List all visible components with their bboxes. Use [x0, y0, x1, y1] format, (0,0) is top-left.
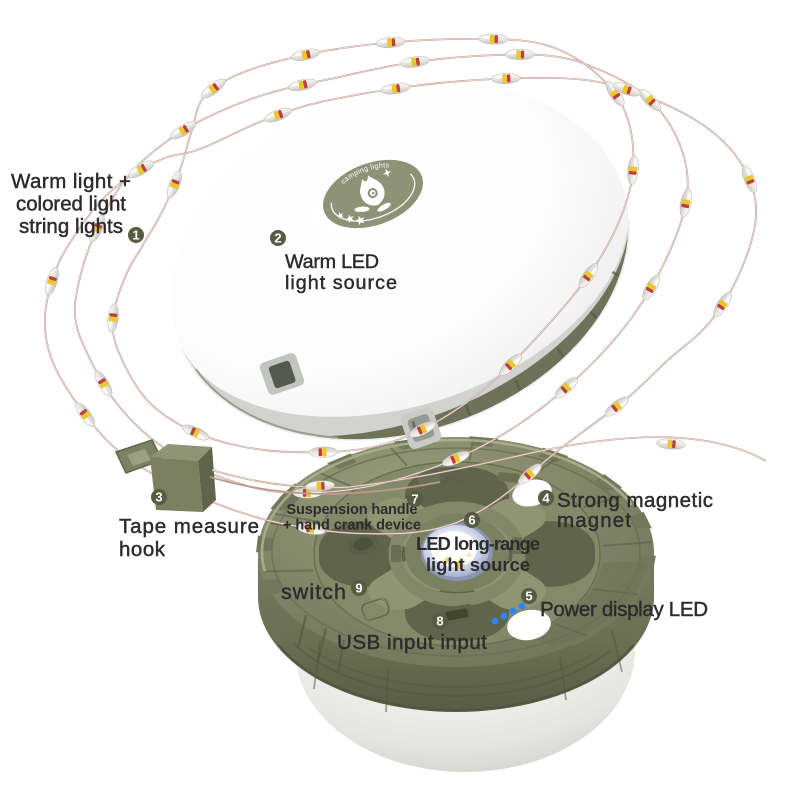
svg-text:Power display LED: Power display LED	[540, 598, 708, 621]
svg-text:Tape measure: Tape measure	[119, 515, 259, 538]
svg-text:magnet: magnet	[557, 509, 631, 532]
svg-text:7: 7	[411, 492, 418, 507]
svg-text:light source: light source	[285, 272, 397, 294]
svg-text:Strong magnetic: Strong magnetic	[557, 489, 713, 512]
svg-text:+ hand crank device: + hand crank device	[283, 518, 421, 534]
svg-text:4: 4	[542, 491, 550, 506]
svg-text:3: 3	[155, 490, 162, 505]
svg-text:1: 1	[132, 228, 139, 243]
svg-text:hook: hook	[119, 538, 166, 561]
svg-text:USB input input: USB input input	[337, 631, 487, 654]
svg-text:Suspension handle: Suspension handle	[287, 502, 418, 518]
svg-text:6: 6	[468, 513, 475, 528]
svg-text:string lights: string lights	[19, 215, 123, 238]
svg-text:8: 8	[436, 614, 443, 629]
svg-text:Warm LED: Warm LED	[285, 251, 379, 273]
svg-text:5: 5	[525, 589, 532, 604]
svg-text:Warm light +: Warm light +	[11, 170, 131, 193]
svg-text:colored light: colored light	[16, 193, 126, 216]
svg-text:9: 9	[355, 581, 362, 596]
svg-text:light source: light source	[426, 554, 530, 575]
svg-text:2: 2	[274, 231, 281, 246]
svg-text:LED long-range: LED long-range	[416, 533, 540, 554]
svg-text:switch: switch	[281, 580, 346, 604]
